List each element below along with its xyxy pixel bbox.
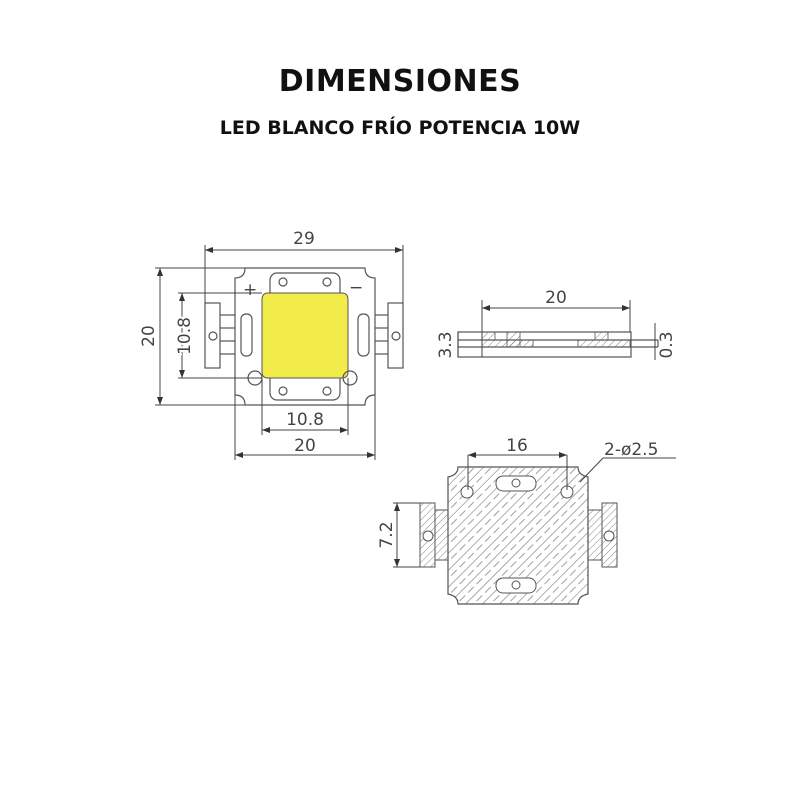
dim-hole-spacing: 16 — [506, 436, 528, 456]
dim-board-width: 20 — [294, 436, 316, 456]
dim-thickness: 3.3 — [436, 331, 456, 358]
page-title: DIMENSIONES — [278, 64, 522, 99]
minus-mark: − — [349, 278, 363, 298]
top-view: + − 29 20 10.8 10.8 20 — [139, 229, 404, 460]
hole-diameter-label: 2-ø2.5 — [604, 440, 658, 460]
led-board-outline — [234, 267, 376, 406]
slot — [240, 313, 253, 357]
mount-hole — [460, 485, 474, 499]
left-tab — [204, 302, 221, 369]
plus-mark: + — [243, 280, 257, 300]
side-view: 20 3.3 0.3 — [436, 288, 677, 360]
bottom-view: 16 2-ø2.5 7.2 — [377, 436, 676, 605]
dim-height: 20 — [139, 325, 159, 347]
right-tab — [387, 302, 404, 369]
bottom-board — [447, 466, 589, 605]
dim-chip-height: 10.8 — [175, 317, 195, 355]
tab-hole — [391, 331, 401, 341]
tab-hole — [208, 331, 218, 341]
mount-hole — [342, 370, 358, 386]
slot — [357, 313, 370, 357]
led-chip — [261, 292, 349, 379]
dim-chip-width: 10.8 — [286, 410, 324, 430]
dim-lead-thickness: 0.3 — [657, 331, 677, 358]
page-subtitle: LED BLANCO FRÍO POTENCIA 10W — [219, 117, 581, 139]
dim-side-width: 20 — [545, 288, 567, 308]
dim-total-width: 29 — [293, 229, 315, 249]
dim-tab-height: 7.2 — [377, 521, 397, 548]
